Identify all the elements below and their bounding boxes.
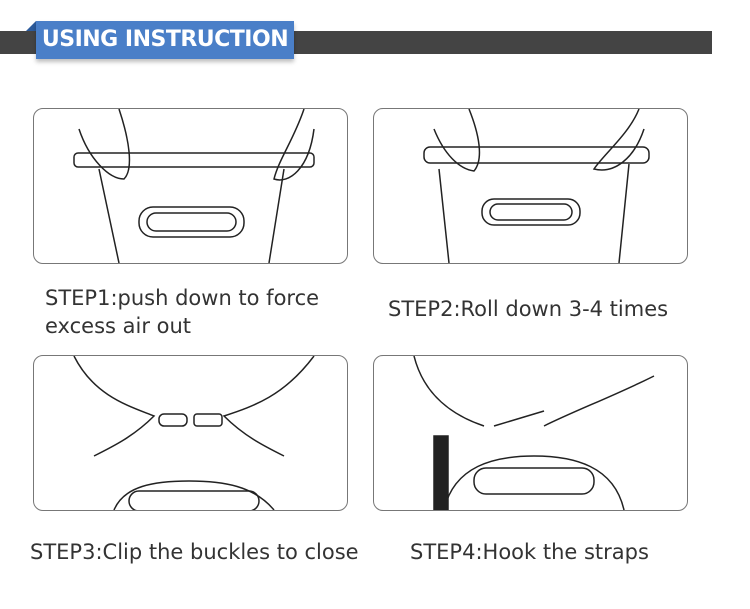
step1-illustration (33, 108, 348, 264)
ribbon-fold (26, 21, 36, 31)
step4-caption: STEP4:Hook the straps (410, 540, 649, 564)
step2-illustration (373, 108, 688, 264)
step1-caption-line2: excess air out (45, 314, 192, 338)
section-title: USING INSTRUCTION (36, 21, 294, 59)
step1-caption: STEP1:push down to force excess air out (45, 284, 319, 340)
step3-illustration (33, 355, 348, 511)
step1-caption-line1: STEP1:push down to force (45, 286, 320, 310)
step3-caption: STEP3:Clip the buckles to close (30, 540, 359, 564)
step2-caption: STEP2:Roll down 3-4 times (388, 297, 669, 321)
step4-illustration (373, 355, 688, 511)
